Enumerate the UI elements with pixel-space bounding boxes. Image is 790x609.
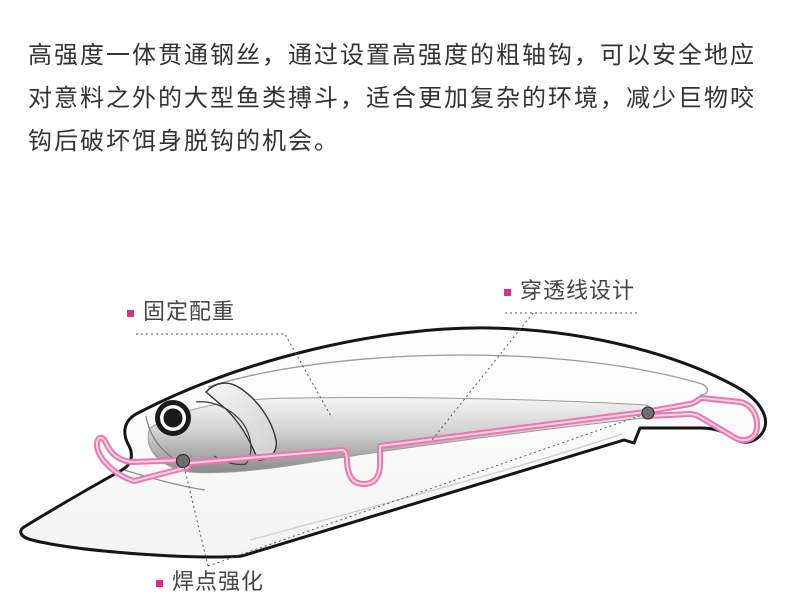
description-line: 钩后破坏饵身脱钩的机会。	[28, 127, 340, 155]
callout-weld-reinforcement: 焊点强化	[156, 570, 264, 596]
callout-label: 穿透线设计	[520, 279, 636, 304]
gill-plate-inner	[195, 401, 252, 466]
callout-label: 固定配重	[143, 300, 236, 325]
wire-main-highlight	[189, 411, 646, 485]
square-bullet-icon	[127, 309, 134, 317]
callout-label: 焊点强化	[172, 570, 265, 595]
square-bullet-icon	[504, 288, 511, 296]
lure-dorsal-line	[207, 354, 709, 396]
weld-point-front	[175, 453, 191, 469]
eye-pupil-icon	[163, 408, 183, 428]
wire-front-loop-highlight	[95, 436, 189, 482]
description-line: 对意料之外的大型鱼类搏斗，适合更加复杂的环境，减少巨物咬	[28, 84, 756, 112]
callout-line-wire-pointer	[431, 312, 534, 441]
lure-lip-line	[123, 469, 206, 491]
description-line: 高强度一体贯通钢丝，通过设置高强度的粗轴钩，可以安全地应	[28, 41, 756, 69]
square-bullet-icon	[156, 579, 163, 587]
callout-fixed-weight: 固定配重	[127, 300, 235, 326]
description-paragraph: 高强度一体贯通钢丝，通过设置高强度的粗轴钩，可以安全地应 对意料之外的大型鱼类搏…	[28, 34, 756, 163]
wire-tail-loop-highlight	[644, 397, 758, 442]
lure-belly-line	[249, 433, 623, 541]
callout-through-wire: 穿透线设计	[504, 279, 635, 305]
